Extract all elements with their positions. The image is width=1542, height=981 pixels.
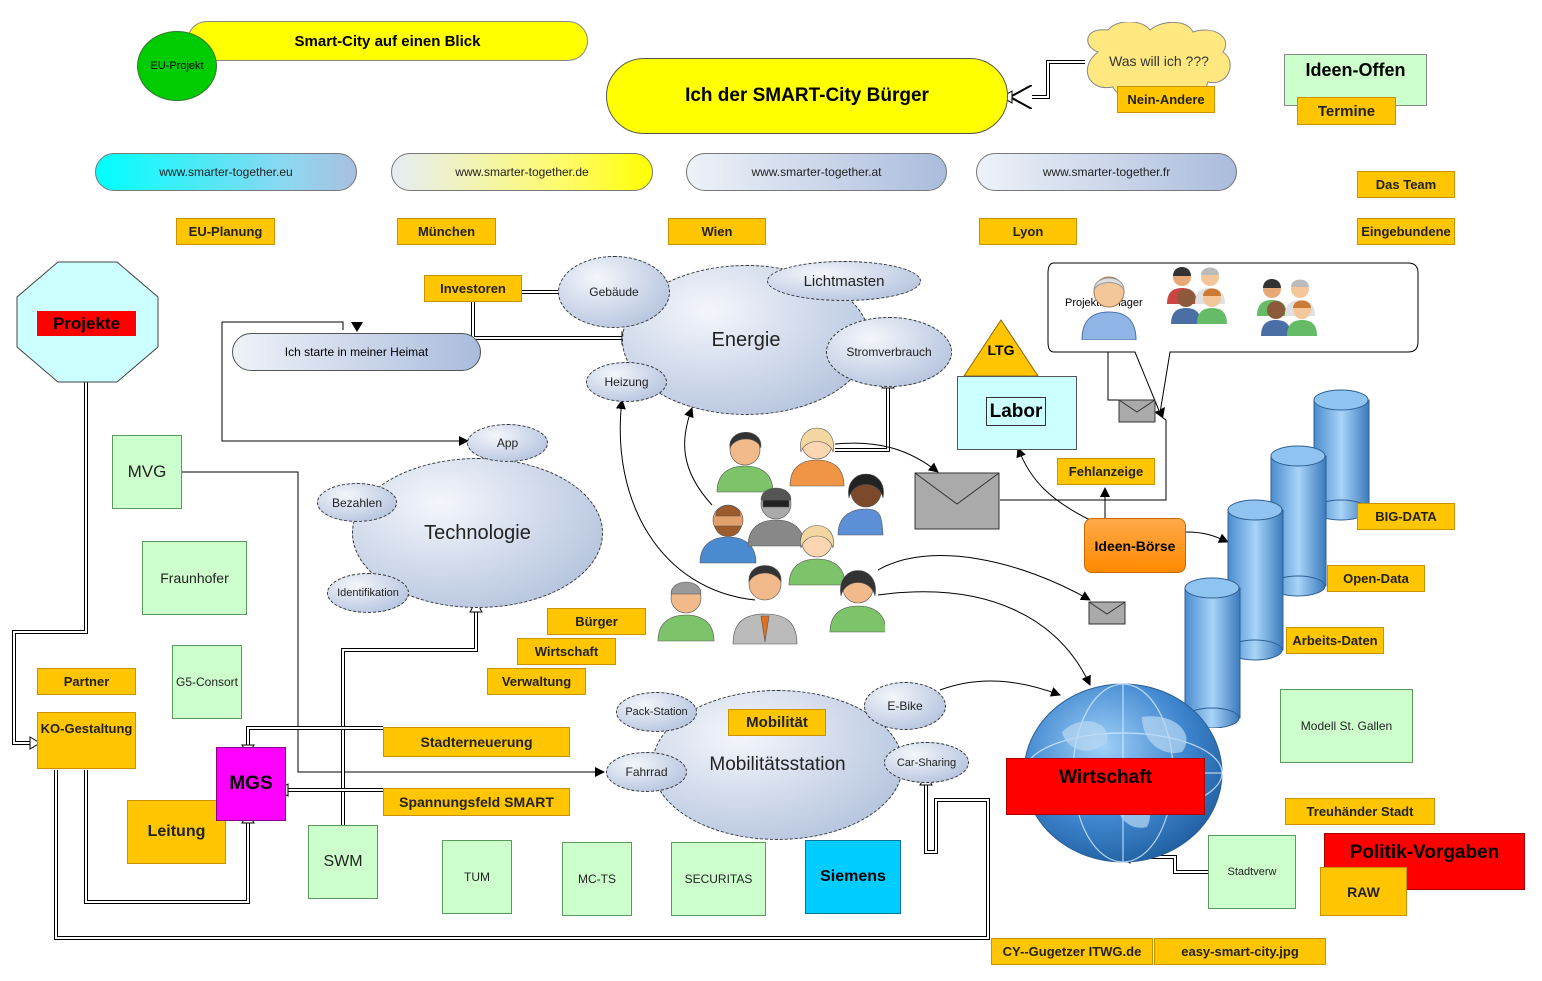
envelope-icon[interactable] [1118,399,1156,423]
envelope-small-icon[interactable] [1088,601,1126,625]
site-link-fr[interactable]: www.smarter-together.fr [976,153,1237,191]
main-title-banner: Ich der SMART-City Bürger [606,58,1008,134]
team-group-1-icon [1167,267,1227,324]
app-node[interactable]: App [467,424,548,462]
overview-title: Smart-City auf einen Blick [294,32,481,50]
labor-box[interactable] [957,376,1077,450]
involved-tag[interactable]: Eingebundene [1357,218,1455,245]
citizens-crowd-icon [657,427,885,645]
tension-tag[interactable]: Spannungsfeld SMART [383,788,570,816]
team-group-2-icon [1257,279,1317,336]
cloud-question: Was will ich ??? [1109,53,1209,69]
ltg-label: LTG [987,342,1015,358]
partner-tag[interactable]: Partner [37,668,136,695]
bike-node[interactable]: Fahrrad [606,752,687,792]
team-speech-box [1047,262,1419,415]
site-at-label: www.smarter-together.at [751,165,882,179]
filename-tag: easy-smart-city.jpg [1154,938,1326,965]
streetlights-node[interactable]: Lichtmasten [767,261,921,301]
carsharing-node[interactable]: Car-Sharing [884,742,969,783]
database-stack-icon [1184,389,1370,728]
eu-project-label: EU-Projekt [150,60,204,72]
trustee-tag[interactable]: Treuhänder Stadt [1285,798,1435,825]
home-label: Ich starte in meiner Heimat [284,345,429,359]
open-data-tag[interactable]: Open-Data [1327,565,1425,592]
mobility-title: Mobilitätsstation [709,754,846,775]
city-tag-muenchen[interactable]: München [397,218,496,245]
main-title: Ich der SMART-City Bürger [685,85,929,106]
mobility-tag[interactable]: Mobilität [728,709,826,736]
urban-renewal-tag[interactable]: Stadterneuerung [383,727,570,757]
model-st-gallen-box[interactable]: Modell St. Gallen [1280,689,1413,763]
eu-project-circle: EU-Projekt [137,31,217,101]
site-de-label: www.smarter-together.de [455,165,589,179]
city-tag-lyon[interactable]: Lyon [979,218,1077,245]
fault-report-tag[interactable]: Fehlanzeige [1057,458,1155,485]
manager-avatar-icon [1081,276,1137,340]
economy-tag[interactable]: Wirtschaft [517,638,616,665]
labor-label: Labor [986,397,1046,426]
city-tag-wien[interactable]: Wien [668,218,766,245]
heating-node[interactable]: Heizung [586,362,667,402]
leitung-tag[interactable]: Leitung [127,800,226,864]
tum-box[interactable]: TUM [442,840,512,914]
g5-box[interactable]: G5-Consort [172,645,242,719]
economy-banner[interactable]: Wirtschaft [1006,758,1205,815]
big-data-tag[interactable]: BIG-DATA [1357,503,1455,530]
citizens-tag[interactable]: Bürger [547,608,646,635]
appointments-tag[interactable]: Termine [1297,97,1396,125]
home-pill[interactable]: Ich starte in meiner Heimat [232,333,481,371]
technology-title: Technologie [424,521,531,544]
site-eu-label: www.smarter-together.eu [159,165,293,179]
buildings-node[interactable]: Gebäude [558,256,670,328]
ko-tag[interactable]: KO-Gestaltung [37,712,136,769]
cloud-option-tag[interactable]: Nein-Andere [1117,86,1215,113]
city-tag-eu[interactable]: EU-Planung [176,218,275,245]
energy-title: Energie [711,328,781,351]
pack-station-node[interactable]: Pack-Station [616,692,697,732]
administration-tag[interactable]: Verwaltung [487,668,586,695]
mgs-box[interactable]: MGS [216,747,286,821]
credit-tag: CY--Gugetzer ITWG.de [991,938,1153,965]
raw-tag[interactable]: RAW [1320,867,1407,916]
team-tag[interactable]: Das Team [1357,171,1455,198]
site-link-de[interactable]: www.smarter-together.de [391,153,653,191]
investors-tag[interactable]: Investoren [424,275,522,302]
work-data-tag[interactable]: Arbeits-Daten [1286,627,1384,654]
ebike-node[interactable]: E-Bike [864,682,946,730]
site-fr-label: www.smarter-together.fr [1042,165,1171,179]
city-admin-box[interactable]: Stadtverw [1208,835,1296,909]
ideas-open-label: Ideen-Offen [1305,59,1406,80]
siemens-box[interactable]: Siemens [805,840,901,914]
swm-box[interactable]: SWM [308,825,378,899]
pay-node[interactable]: Bezahlen [317,483,397,522]
mail-large-icon[interactable] [914,472,1000,530]
identification-node[interactable]: Identifikation [327,573,409,613]
projects-label[interactable]: Projekte [37,311,136,336]
idea-exchange-button[interactable]: Ideen-Börse [1084,518,1186,573]
mvg-box[interactable]: MVG [112,435,182,509]
cloud-option-label: Nein-Andere [1127,92,1205,107]
overview-title-banner: Smart-City auf einen Blick [187,21,588,61]
site-link-eu[interactable]: www.smarter-together.eu [95,153,357,191]
appointments-label: Termine [1317,102,1376,120]
consumption-node[interactable]: Stromverbrauch [826,317,952,387]
fraunhofer-box[interactable]: Fraunhofer [142,541,247,615]
mcts-box[interactable]: MC-TS [562,842,632,916]
securitas-box[interactable]: SECURITAS [671,842,766,916]
site-link-at[interactable]: www.smarter-together.at [686,153,947,191]
